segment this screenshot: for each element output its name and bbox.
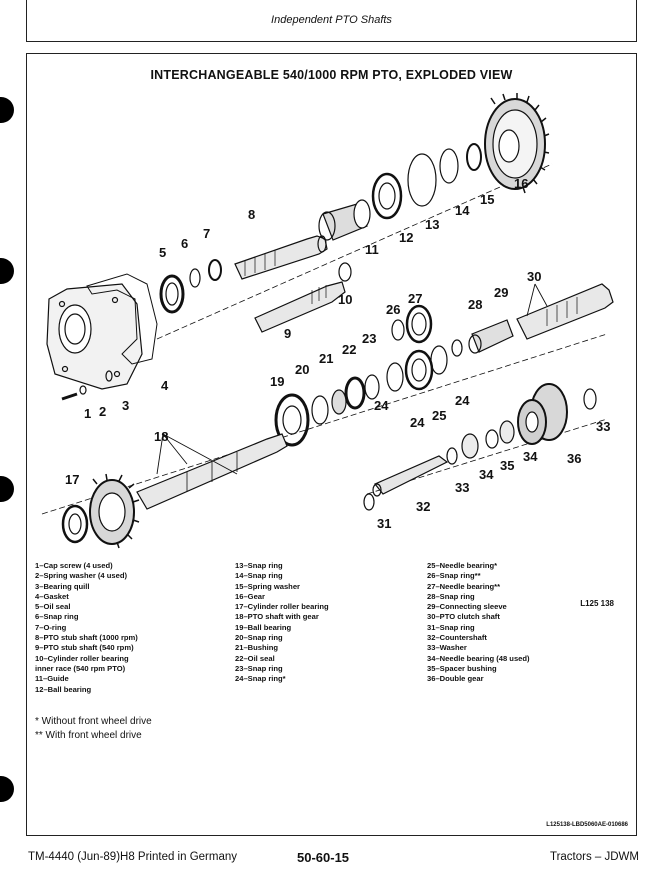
callout-15: 15 (480, 192, 494, 207)
callout-33b: 33 (596, 419, 610, 434)
callout-21: 21 (319, 351, 333, 366)
callout-35: 35 (500, 458, 514, 473)
binder-hole (0, 776, 14, 802)
callout-18: 18 (154, 429, 168, 444)
callout-23: 23 (362, 331, 376, 346)
footer-left: TM-4440 (Jun-89)H8 Printed in Germany (28, 851, 237, 863)
legend-item: 20–Snap ring (235, 633, 283, 643)
callout-8: 8 (248, 207, 255, 222)
legend-item: 22–Oil seal (235, 653, 275, 663)
legend-item: 12–Ball bearing (35, 684, 92, 694)
callout-24c: 24 (374, 398, 389, 413)
callout-32: 32 (416, 499, 430, 514)
callout-2: 2 (99, 404, 106, 419)
page-number: 50-60-15 (297, 850, 350, 865)
binder-hole (0, 97, 14, 123)
callout-4: 4 (161, 378, 169, 393)
legend-item: 26–Snap ring** (427, 571, 481, 581)
legend-item: 15–Spring washer (235, 581, 300, 591)
legend-column-3: 25–Needle bearing* 26–Snap ring** 27–Nee… (427, 561, 530, 685)
legend-item: 8–PTO stub shaft (1000 rpm) (35, 633, 138, 643)
footnotes: * Without front wheel drive ** With fron… (35, 715, 152, 743)
legend-item: inner race (540 rpm PTO) (35, 663, 126, 673)
legend-column-2: 13–Snap ring 14–Snap ring 15–Spring wash… (235, 561, 329, 685)
callout-10: 10 (338, 292, 352, 307)
callout-26: 26 (386, 302, 400, 317)
callout-24b: 24 (455, 393, 470, 408)
callout-24a: 24 (410, 415, 425, 430)
diagram-frame: INTERCHANGEABLE 540/1000 RPM PTO, EXPLOD… (26, 53, 637, 836)
callout-6: 6 (181, 236, 188, 251)
diagram-title: INTERCHANGEABLE 540/1000 RPM PTO, EXPLOD… (150, 68, 513, 82)
binder-hole (0, 476, 14, 502)
callout-25: 25 (432, 408, 446, 423)
callout-5: 5 (159, 245, 166, 260)
legend-item: 5–Oil seal (35, 602, 71, 612)
callout-29: 29 (494, 285, 508, 300)
page-header: Independent PTO Shafts (26, 0, 637, 42)
callout-34b: 34 (523, 449, 538, 464)
legend-item: 9–PTO stub shaft (540 rpm) (35, 643, 134, 653)
figure-reference: L125 138 (580, 599, 614, 608)
legend-item: 32–Countershaft (427, 633, 487, 643)
callout-19: 19 (270, 374, 284, 389)
callout-33a: 33 (455, 480, 469, 495)
footnote: ** With front wheel drive (35, 730, 142, 741)
callout-28: 28 (468, 297, 482, 312)
legend-item: 33–Washer (427, 643, 467, 653)
callout-20: 20 (295, 362, 309, 377)
callout-13: 13 (425, 217, 439, 232)
callout-7: 7 (203, 226, 210, 241)
legend-item: 18–PTO shaft with gear (235, 612, 319, 622)
legend-item: 28–Snap ring (427, 591, 475, 601)
callout-34a: 34 (479, 467, 494, 482)
callout-16: 16 (514, 176, 528, 191)
callout-1: 1 (84, 406, 91, 421)
legend-item: 6–Snap ring (35, 612, 79, 622)
header-title: Independent PTO Shafts (271, 14, 392, 26)
callout-14: 14 (455, 203, 470, 218)
legend-item: 16–Gear (235, 591, 265, 601)
callout-36: 36 (567, 451, 581, 466)
legend-item: 21–Bushing (235, 643, 279, 653)
legend-item: 29–Connecting sleeve (427, 602, 507, 612)
legend-item: 24–Snap ring* (235, 674, 286, 684)
legend-item: 3–Bearing quill (35, 581, 90, 591)
legend-item: 2–Spring washer (4 used) (35, 571, 127, 581)
legend-item: 35–Spacer bushing (427, 663, 497, 673)
footnote: * Without front wheel drive (35, 716, 152, 727)
legend-item: 13–Snap ring (235, 561, 283, 570)
legend-item: 25–Needle bearing* (427, 561, 498, 570)
legend-column-1: 1–Cap screw (4 used) 2–Spring washer (4 … (35, 561, 138, 695)
legend-item: 19–Ball bearing (235, 622, 292, 632)
legend-item: 11–Guide (35, 674, 69, 684)
document-reference: L125138-LBD5060AE-010686 (546, 822, 628, 828)
footer-right: Tractors – JDWM (549, 851, 639, 863)
legend-item: 7–O-ring (35, 622, 67, 632)
legend-item: 14–Snap ring (235, 571, 283, 581)
callout-30: 30 (527, 269, 541, 284)
legend-item: 30–PTO clutch shaft (427, 612, 500, 622)
legend-item: 31–Snap ring (427, 622, 475, 632)
callout-3: 3 (122, 398, 129, 413)
legend-item: 10–Cylinder roller bearing (35, 653, 129, 663)
callout-11: 11 (365, 242, 379, 257)
legend-item: 36–Double gear (427, 674, 484, 684)
legend-item: 23–Snap ring (235, 663, 283, 673)
callout-9: 9 (284, 326, 291, 341)
legend-item: 17–Cylinder roller bearing (235, 602, 329, 612)
legend-item: 1–Cap screw (4 used) (35, 561, 113, 570)
legend-item: 4–Gasket (35, 591, 69, 601)
callout-27: 27 (408, 291, 422, 306)
binder-hole (0, 258, 14, 284)
callout-31: 31 (377, 516, 391, 531)
callout-12: 12 (399, 230, 413, 245)
legend-item: 27–Needle bearing** (427, 581, 501, 591)
callout-22: 22 (342, 342, 356, 357)
exploded-view-drawing: 1 2 3 4 5 6 7 8 9 10 11 12 13 14 15 16 1… (41, 93, 614, 549)
callout-17: 17 (65, 472, 79, 487)
legend-item: 34–Needle bearing (48 used) (427, 653, 530, 663)
